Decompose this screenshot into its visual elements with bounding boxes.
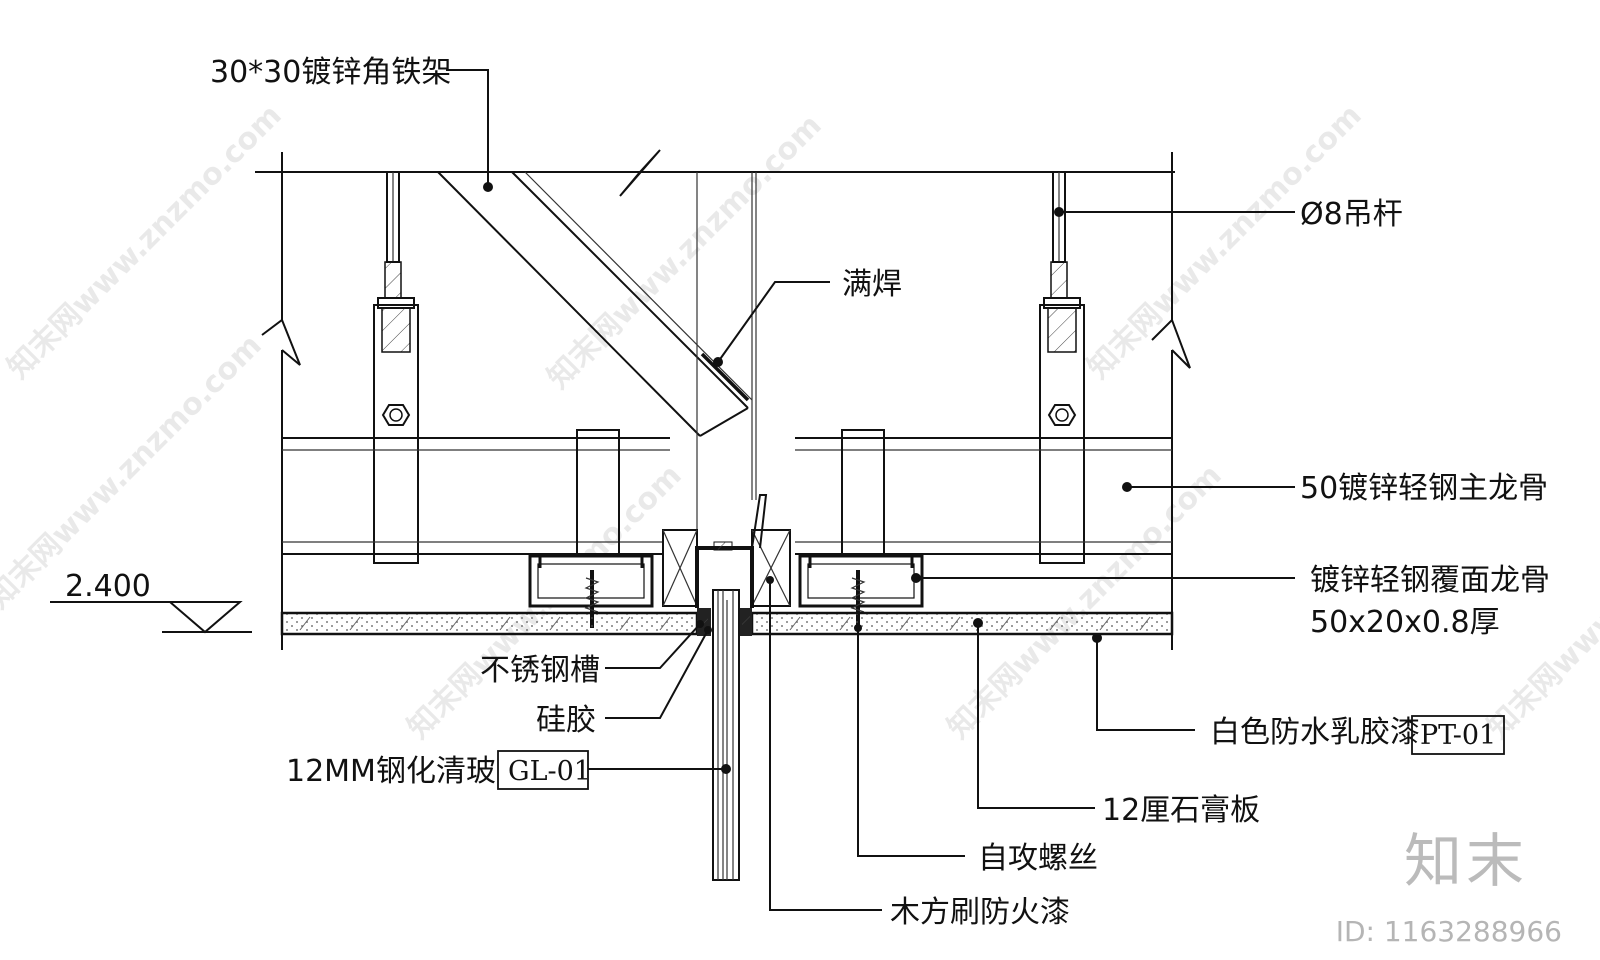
watermark-logo: 知末 [1403,827,1528,895]
boundary-left [261,152,301,650]
leaders [446,69,1295,911]
watermark-text: 知末网www.znzmo.com [1081,98,1369,386]
main-keel-label: 50镀锌轻钢主龙骨 [1300,471,1548,506]
wood-label: 木方刷防火漆 [890,895,1070,930]
elevation-marker: 2.400 [50,569,252,634]
main-keel-right [795,437,1172,555]
paint-tag: PT-01 [1420,720,1496,751]
silicone-beads [697,608,752,636]
hanger-rod-right [1039,171,1085,564]
paint-label: 白色防水乳胶漆 [1210,715,1420,750]
stainless-channel [695,494,768,608]
hanger-rod-label: Ø8吊杆 [1300,197,1403,232]
glass-tag-box [497,750,589,790]
paint-tag-box [1411,715,1505,755]
annotation-labels: 30*30镀锌角铁架 满焊 Ø8吊杆 50镀锌轻钢主龙骨 镀锌轻钢覆面龙骨 50… [210,55,1550,930]
silicone-label: 硅胶 [536,703,596,738]
glass-pane [712,589,740,881]
watermark-text: 知末网www.znzmo.com [541,108,829,396]
screw-label: 自攻螺丝 [978,841,1098,876]
gypsum-label: 12厘石膏板 [1102,793,1260,828]
boundary-right [1151,152,1191,650]
hanger-rod-left [373,171,419,564]
watermark-layer: 知末网www.znzmo.com 知末网www.znzmo.com 知末网www… [0,98,1600,746]
full-weld-label: 满焊 [842,267,902,302]
image-id: ID: 1163288966 [1335,915,1562,948]
glass-tag: GL-01 [508,756,591,787]
steel-channel-label: 不锈钢槽 [480,653,600,688]
wood-blocks [662,529,791,607]
cover-keel-size-label: 50x20x0.8厚 [1310,605,1500,640]
cover-keel-label: 镀锌轻钢覆面龙骨 [1310,563,1550,598]
slab-line [255,149,1175,197]
main-keel-left [282,437,670,555]
angle-frame-label: 30*30镀锌角铁架 [210,55,451,90]
center-verticals [696,172,757,548]
elevation-label: 2.400 [65,569,151,604]
glass-label: 12MM钢化清玻 [286,754,496,789]
